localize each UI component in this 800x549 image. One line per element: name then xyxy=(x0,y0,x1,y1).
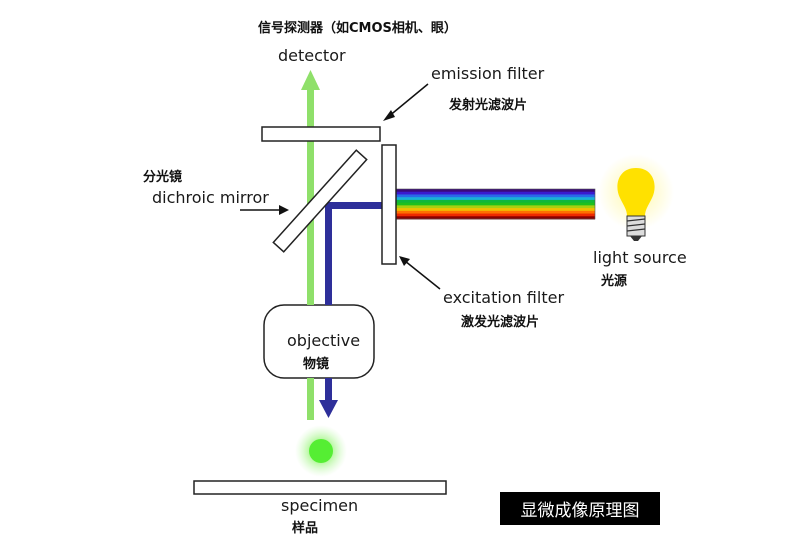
spectrum-band xyxy=(396,205,595,209)
specimen-slide xyxy=(193,480,447,495)
pointer-arrows xyxy=(240,83,441,290)
spectrum-band xyxy=(396,199,595,204)
specimen-label-zh: 样品 xyxy=(292,521,319,536)
spectrum-band xyxy=(396,210,595,215)
spectrum-band xyxy=(396,194,595,198)
specimen-label: specimen xyxy=(281,496,359,515)
emission-filter-label-zh: 发射光滤波片 xyxy=(449,98,528,113)
dichroic-mirror xyxy=(272,149,368,253)
emission-filter xyxy=(261,126,381,142)
dichroic-mirror-label: dichroic mirror xyxy=(152,188,269,207)
detector-label-zh: 信号探测器（如CMOS相机、眼） xyxy=(258,21,457,36)
spectrum-band xyxy=(396,208,595,212)
light-source-label-zh: 光源 xyxy=(601,274,628,289)
objective-label-zh: 物镜 xyxy=(303,357,330,372)
light-bulb-icon xyxy=(598,154,674,241)
emission-filter-pointer xyxy=(387,83,429,118)
spectrum-band xyxy=(396,189,595,193)
excitation-filter-label: excitation filter xyxy=(443,288,565,307)
spectrum-band xyxy=(396,213,595,217)
objective-lens xyxy=(263,304,375,379)
diagram-title-badge: 显微成像原理图 xyxy=(500,492,660,525)
excitation-arrow-head xyxy=(319,400,338,418)
detector-label: detector xyxy=(278,46,346,65)
emission-beam xyxy=(301,70,320,420)
detector-arrow-head xyxy=(301,70,320,90)
excitation-filter xyxy=(381,144,397,265)
excitation-filter-label-zh: 激发光滤波片 xyxy=(461,315,540,330)
spectrum-band xyxy=(396,216,595,220)
light-source-label: light source xyxy=(593,248,687,267)
spectrum-band xyxy=(396,202,595,206)
fluorescent-spot xyxy=(295,425,347,477)
dichroic-mirror-label-zh: 分光镜 xyxy=(143,170,183,185)
spectrum-band xyxy=(396,191,595,195)
objective-label: objective xyxy=(287,331,361,350)
spectrum-beam xyxy=(396,189,595,220)
spectrum-band xyxy=(396,197,595,201)
emission-filter-label: emission filter xyxy=(431,64,545,83)
excitation-filter-pointer xyxy=(404,260,441,290)
